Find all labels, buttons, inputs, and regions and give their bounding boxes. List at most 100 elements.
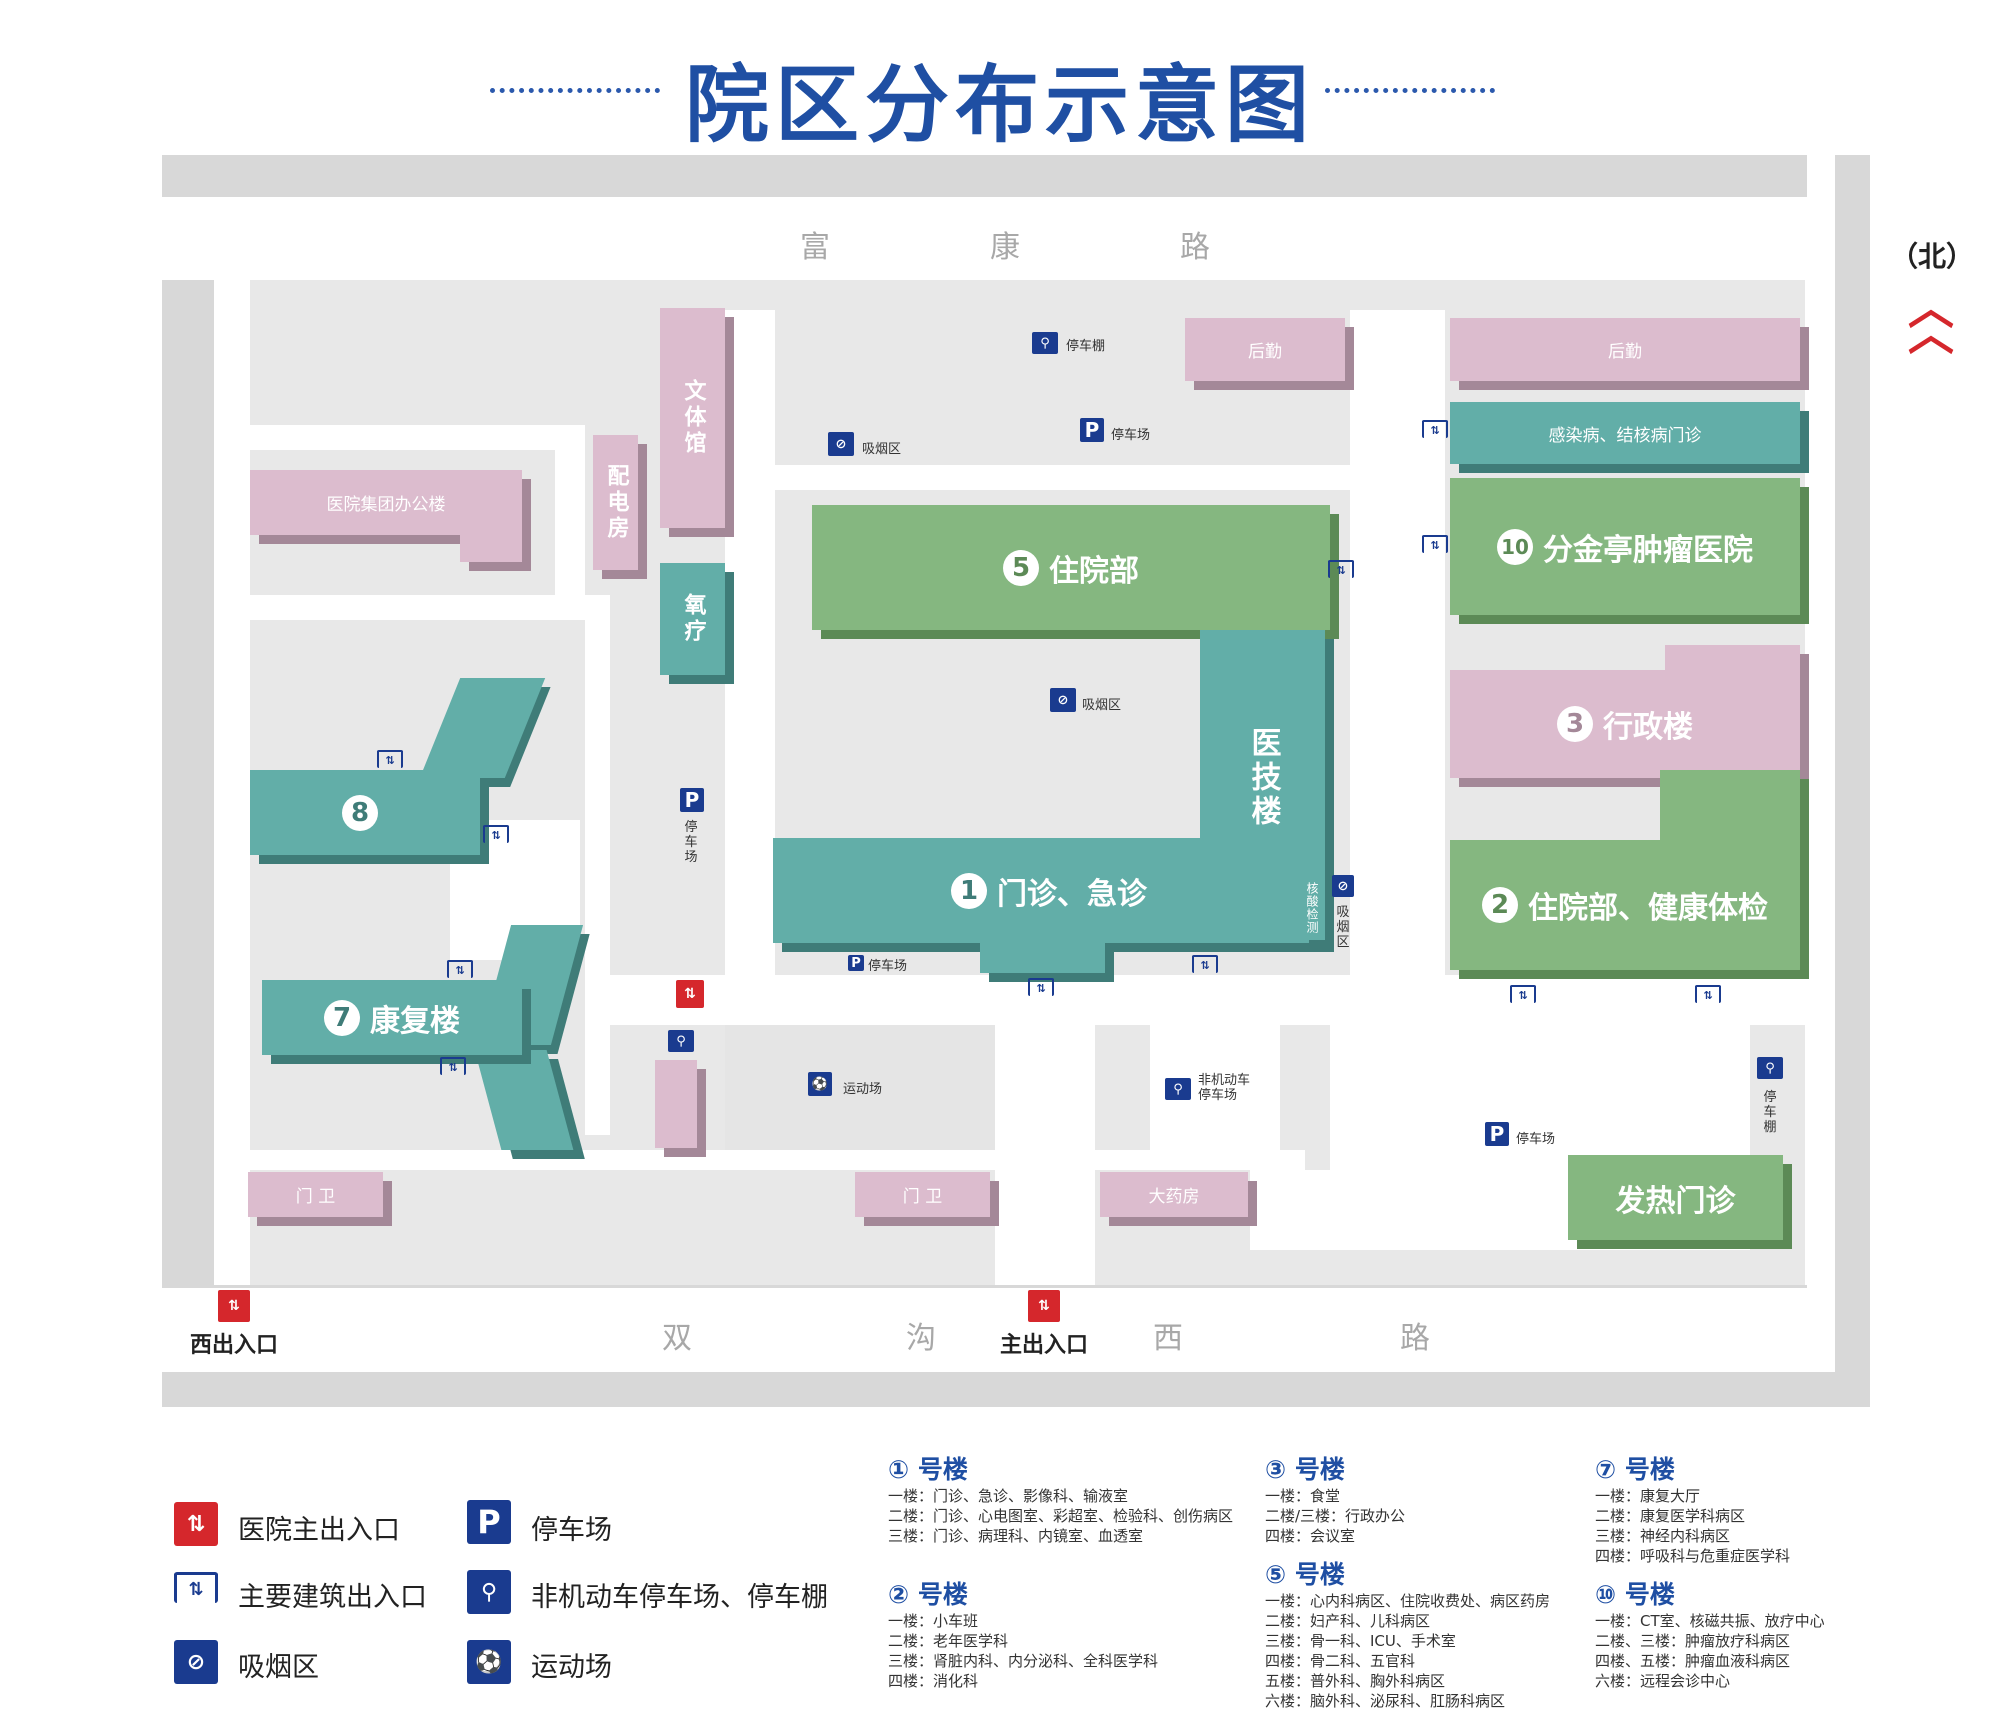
entrance-icon[interactable]: ⇅ bbox=[377, 750, 403, 768]
entrance-icon[interactable]: ⇅ bbox=[1510, 985, 1536, 1003]
directory-b7: ⑦ 号楼 一楼：康复大厅 二楼：康复医学科病区 三楼：神经内科病区 四楼：呼吸科… bbox=[1595, 1457, 1791, 1566]
parking-icon: P bbox=[467, 1500, 511, 1544]
building-yangliao[interactable]: 氧疗 bbox=[660, 563, 725, 675]
building-houqin-1[interactable]: 后勤 bbox=[1185, 318, 1345, 381]
entrance-icon[interactable]: ⇅ bbox=[1328, 560, 1354, 578]
legend-building-exit: 主要建筑出入口 bbox=[238, 1582, 427, 1613]
entrance-icon[interactable]: ⇅ bbox=[1192, 955, 1218, 973]
west-exit-icon[interactable]: ⇅ bbox=[218, 1290, 250, 1322]
directory-line: 一楼：CT室、核磁共振、放疗中心 bbox=[1595, 1612, 1825, 1630]
directory-title: ⑩ 号楼 bbox=[1595, 1580, 1675, 1609]
building-label: 核酸检测 bbox=[1305, 881, 1319, 934]
directory-title: ② 号楼 bbox=[888, 1580, 968, 1609]
building-label: 医院集团办公楼 bbox=[326, 495, 446, 515]
main-exit-icon[interactable]: ⇅ bbox=[1028, 1290, 1060, 1322]
bikeshed-label: 停车棚 bbox=[1066, 339, 1106, 354]
building-hesuan[interactable]: 核酸检测 bbox=[1300, 875, 1325, 940]
building-label: 门 卫 bbox=[295, 1187, 336, 1207]
building-guard-2[interactable]: 门 卫 bbox=[855, 1172, 990, 1217]
directory-line: 一楼：小车班 bbox=[888, 1612, 979, 1630]
road-char: 双 bbox=[662, 1321, 692, 1356]
directory-line: 三楼：肾脏内科、内分泌科、全科医学科 bbox=[888, 1652, 1159, 1670]
building-houqin-2[interactable]: 后勤 bbox=[1450, 318, 1800, 381]
entrance-icon: ⇅ bbox=[174, 1572, 218, 1603]
directory-line: 四楼：会议室 bbox=[1265, 1527, 1356, 1545]
building-label: 康复楼 bbox=[370, 1003, 460, 1039]
entrance-icon[interactable]: ⇅ bbox=[447, 960, 473, 978]
building-peidianfang[interactable]: 配电房 bbox=[593, 435, 638, 570]
directory-line: 六楼：远程会诊中心 bbox=[1595, 1672, 1731, 1690]
building-infectious-clinic[interactable]: 感染病、结核病门诊 bbox=[1450, 402, 1800, 464]
legend-smoking: 吸烟区 bbox=[238, 1652, 319, 1683]
path bbox=[1350, 310, 1445, 1025]
building-wentiguan[interactable]: 文体馆 bbox=[660, 308, 725, 528]
building-number: 8 bbox=[342, 794, 378, 831]
entrance-icon[interactable]: ⇅ bbox=[1422, 420, 1448, 438]
smoking-icon: ⊘ bbox=[1050, 688, 1076, 712]
sport-field bbox=[725, 1025, 995, 1150]
smoking-icon: ⊘ bbox=[174, 1640, 218, 1684]
building-label: 住院部、健康体检 bbox=[1528, 891, 1768, 926]
directory-b5: ⑤ 号楼 一楼：心内科病区、住院收费处、病区药房 二楼：妇产科、儿科病区 三楼：… bbox=[1265, 1560, 1550, 1711]
path bbox=[250, 1150, 1305, 1170]
parking-icon: P bbox=[1485, 1122, 1509, 1146]
parking-label: 停车场 bbox=[684, 820, 698, 865]
entrance-icon[interactable]: ⇅ bbox=[1028, 978, 1054, 996]
north-arrow-icon: ︿︿ bbox=[1908, 281, 1954, 361]
road-char: 沟 bbox=[906, 1321, 936, 1356]
directory-line: 五楼：普外科、胸外科病区 bbox=[1265, 1672, 1446, 1690]
directory-line: 一楼：食堂 bbox=[1265, 1487, 1341, 1505]
building-label: 住院部 bbox=[1049, 553, 1139, 589]
road-char: 路 bbox=[1400, 1321, 1430, 1356]
directory-b3: ③ 号楼 一楼：食堂 二楼/三楼：行政办公 四楼：会议室 bbox=[1265, 1457, 1405, 1546]
building-guard-1[interactable]: 门 卫 bbox=[248, 1172, 383, 1217]
building-label: 门 卫 bbox=[902, 1187, 943, 1207]
directory-line: 四楼：呼吸科与危重症医学科 bbox=[1595, 1547, 1791, 1565]
smoking-label: 吸烟区 bbox=[862, 442, 902, 457]
directory-line: 一楼：门诊、急诊、影像科、输液室 bbox=[888, 1487, 1129, 1505]
smoking-icon: ⊘ bbox=[1332, 875, 1354, 897]
smoking-label: 吸烟区 bbox=[1336, 905, 1350, 950]
building-3[interactable]: 3 行政楼 bbox=[1450, 670, 1800, 778]
road-char: 西 bbox=[1153, 1321, 1183, 1356]
building-label: 行政楼 bbox=[1603, 710, 1693, 745]
entrance-icon[interactable]: ⇅ bbox=[1695, 985, 1721, 1003]
path bbox=[555, 425, 585, 595]
building-number: 1 bbox=[951, 872, 987, 909]
directory-title: ⑤ 号楼 bbox=[1265, 1560, 1345, 1589]
building-fever-clinic[interactable]: 发热门诊 bbox=[1568, 1155, 1783, 1240]
directory-title: ① 号楼 bbox=[888, 1455, 968, 1484]
bike-icon: ⚲ bbox=[467, 1570, 511, 1614]
building-pharmacy[interactable]: 大药房 bbox=[1100, 1172, 1248, 1217]
building-5[interactable]: 5 住院部 bbox=[812, 505, 1330, 630]
building-label: 门诊、急诊 bbox=[997, 876, 1147, 912]
entrance-icon[interactable]: ⇅ bbox=[1422, 535, 1448, 553]
building-number: 5 bbox=[1003, 549, 1039, 586]
nonmotor-label: 非机动车停车场 bbox=[1198, 1073, 1251, 1103]
path bbox=[250, 425, 585, 450]
building-2-wing bbox=[1660, 770, 1800, 840]
building-8[interactable]: 8 bbox=[250, 770, 480, 855]
sport-icon: ⚽ bbox=[808, 1072, 832, 1096]
smoking-icon: ⊘ bbox=[828, 432, 854, 456]
building-label: 感染病、结核病门诊 bbox=[1548, 425, 1702, 446]
bike-icon: ⚲ bbox=[1165, 1078, 1191, 1100]
legend-bike: 非机动车停车场、停车棚 bbox=[531, 1582, 828, 1613]
directory-line: 二楼：老年医学科 bbox=[888, 1632, 1009, 1650]
entrance-icon[interactable]: ⇅ bbox=[483, 825, 509, 843]
smoking-label: 吸烟区 bbox=[1082, 698, 1122, 713]
building-1[interactable]: 1 门诊、急诊 bbox=[773, 838, 1325, 943]
bike-icon: ⚲ bbox=[1757, 1057, 1783, 1079]
directory-b10: ⑩ 号楼 一楼：CT室、核磁共振、放疗中心 二楼、三楼：肿瘤放疗科病区 四楼、五… bbox=[1595, 1580, 1825, 1691]
parking-label: 停车场 bbox=[1516, 1132, 1556, 1147]
entrance-icon[interactable]: ⇅ bbox=[440, 1057, 466, 1075]
directory-line: 三楼：骨一科、ICU、手术室 bbox=[1265, 1632, 1456, 1650]
building-label: 发热门诊 bbox=[1615, 1183, 1736, 1219]
building-number: 3 bbox=[1557, 706, 1593, 742]
building-small-pink bbox=[655, 1060, 697, 1148]
bike-icon: ⚲ bbox=[1032, 332, 1058, 354]
parking-label: 停车场 bbox=[868, 959, 908, 974]
